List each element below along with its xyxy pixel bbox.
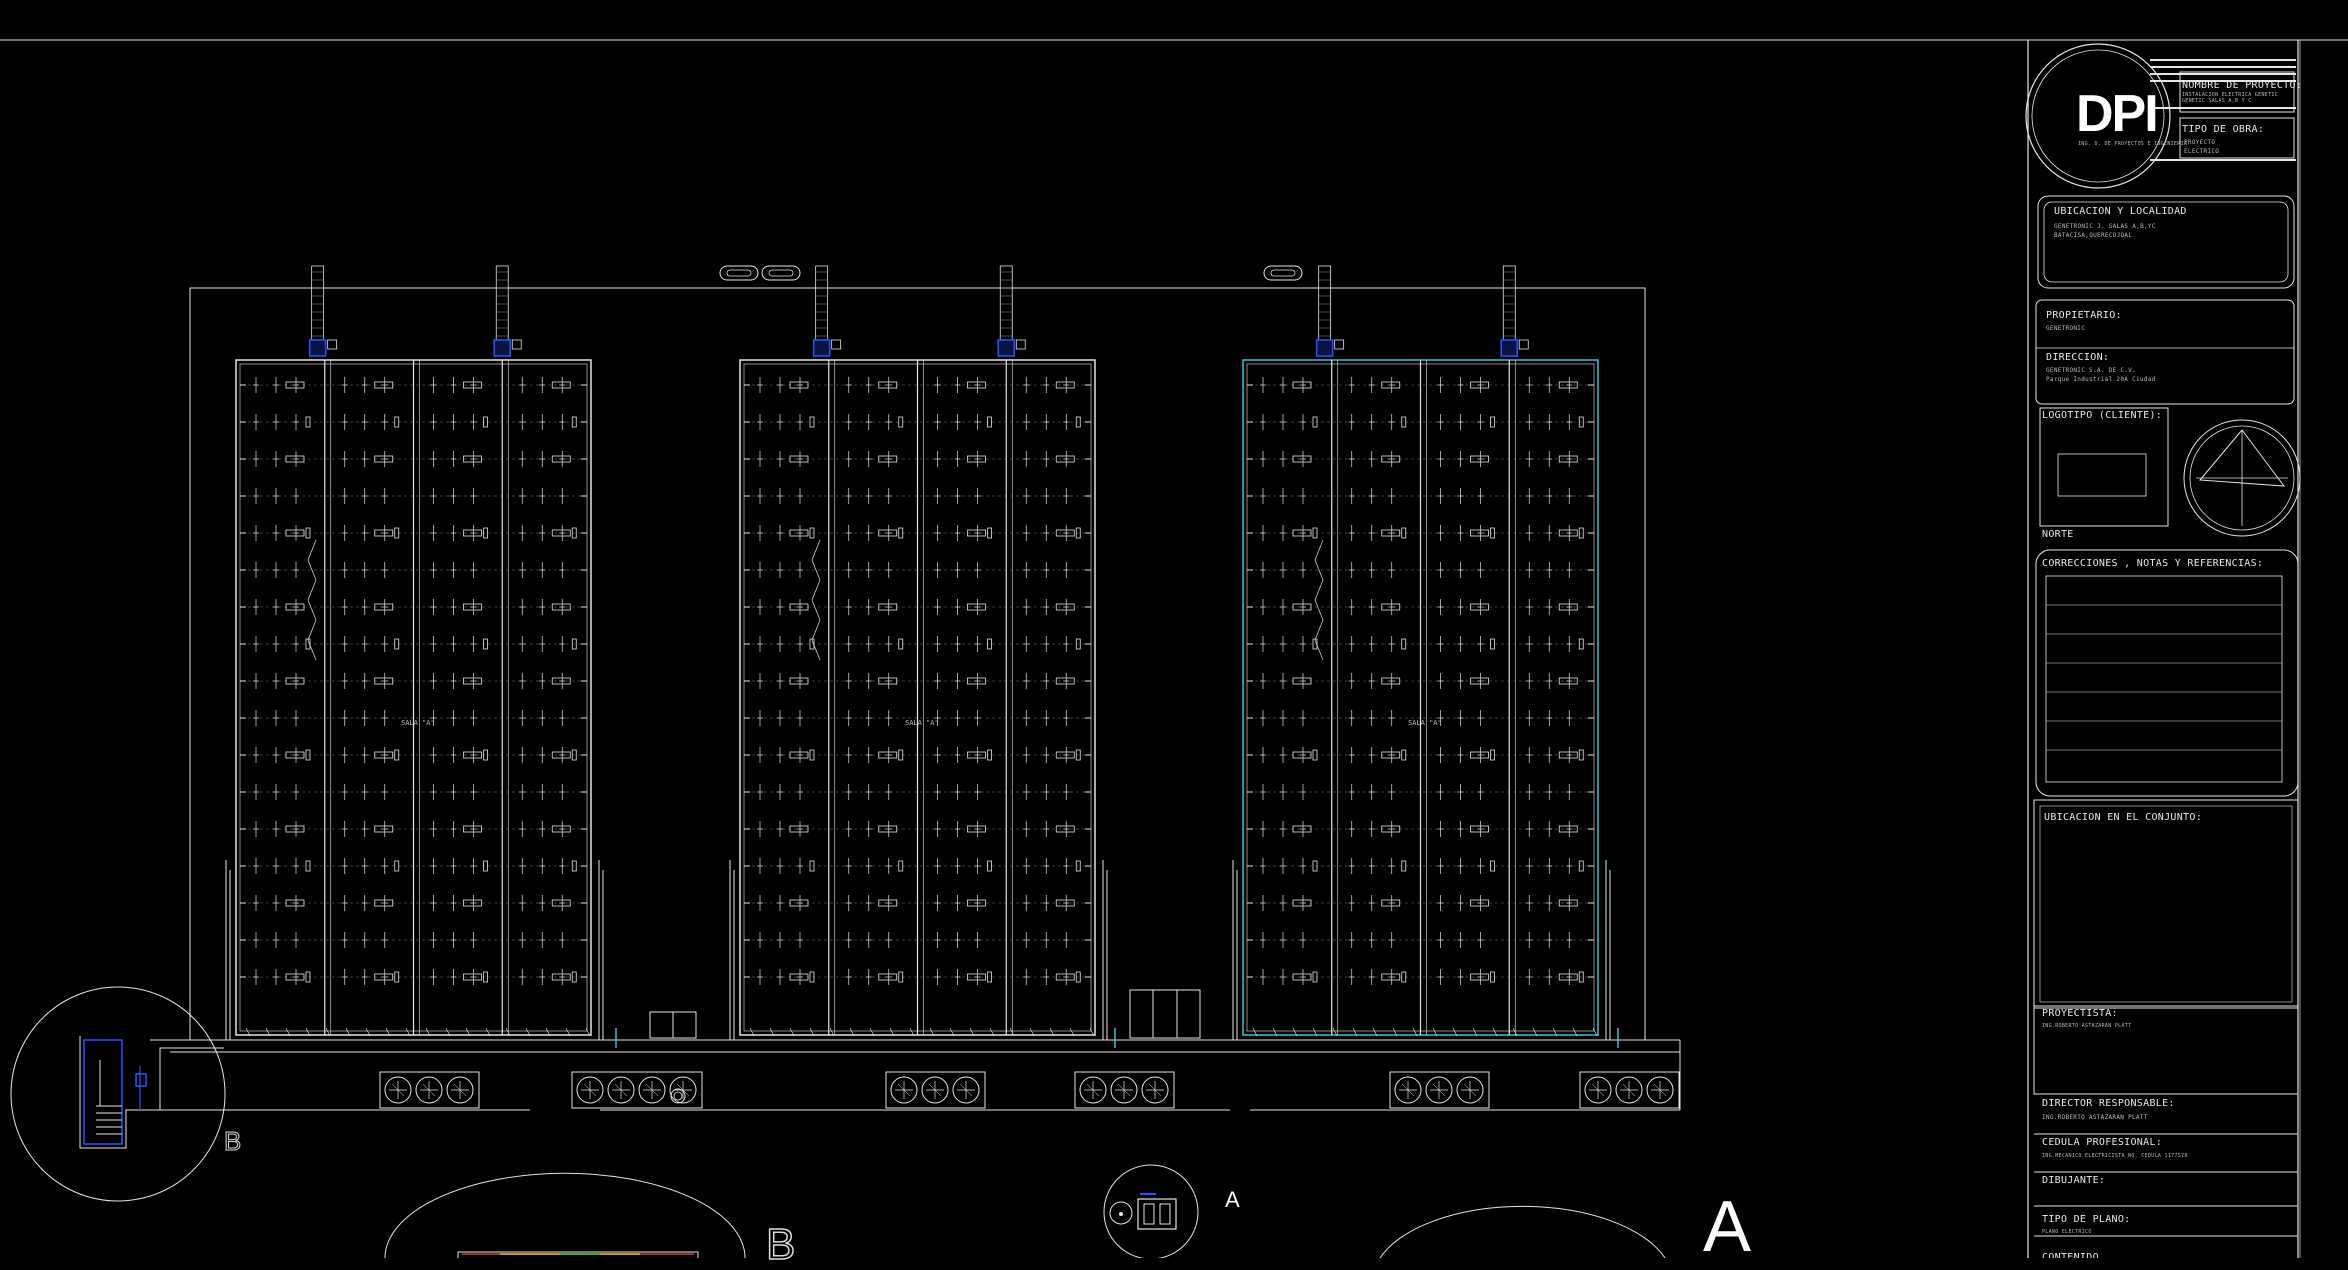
connector-pill [761,265,801,281]
propietario-value: GENETRONIC [2046,325,2086,332]
logotipo-label: LOGOTIPO (CLIENTE): [2042,410,2163,421]
north-arrow-circle [2183,419,2301,537]
room-label: SALA "A" [1408,719,1442,727]
fan-icon [446,1076,474,1104]
fan-group [1389,1071,1490,1109]
building-2: SALA "A" [729,265,1116,1048]
vent-base [1315,339,1334,357]
section-circle-a [1379,1205,1666,1258]
building-1: SALA "A" [225,265,617,1048]
fan-icon [1110,1076,1138,1104]
fan-group [379,1071,480,1109]
fan-group [571,1071,703,1109]
site-boundary [189,287,1646,1040]
fan-icon [607,1076,635,1104]
vent-base [1500,339,1518,357]
cedula-label: CEDULA PROFESIONAL: [2042,1137,2163,1148]
fan-group [1074,1071,1175,1109]
contenido-label: CONTENIDO [2042,1252,2099,1258]
section-marker-a-large: A [1703,1187,1752,1267]
correcciones-label: CORRECCIONES , NOTAS Y REFERENCIAS: [2042,558,2264,569]
vent-base [812,339,831,357]
floor-plan-drawing: SALA "A" SALA "A" SALA "A" [0,39,2348,1258]
direccion-value: GENETRONIC S.A. DE C.V. Parque Industria… [2046,367,2156,383]
proyectista-label: PROYECTISTA: [2042,1008,2118,1019]
fan-group [1579,1071,1680,1109]
door-box [1129,989,1201,1039]
proyectista-value: ING.ROBERTO ASTAZARAN PLATT [2042,1023,2132,1029]
vent-base [493,339,511,357]
fan-icon [921,1076,949,1104]
fan-icon [1394,1076,1422,1104]
ubicacion-conjunto-label: UBICACION EN EL CONJUNTO: [2044,812,2203,823]
detail-callout-b [10,986,226,1202]
vent-base [997,339,1015,357]
fan-icon [576,1076,604,1104]
fan-icon [1646,1076,1674,1104]
connector-pill [1263,265,1303,281]
logo-subtitle: ING. D. DE PROYECTOS E INGENIERIA [2078,141,2188,147]
fan-icon [1079,1076,1107,1104]
fan-icon [952,1076,980,1104]
norte-label: NORTE [2042,529,2074,540]
title-block-frame [2025,40,2301,1258]
fan-icon [384,1076,412,1104]
tipo-plano-label: TIPO DE PLANO: [2042,1214,2131,1225]
tipo-obra-value: PROYECTO ELECTRICO [2184,139,2220,155]
fan-group [885,1071,986,1109]
room-label: SALA "A" [905,719,939,727]
dibujante-label: DIBUJANTE: [2042,1175,2106,1186]
fan-icon [890,1076,918,1104]
fan-icon [1456,1076,1484,1104]
cedula-value: ING.MECANICO ELECTRICISTA NO. CEDULA 117… [2042,1153,2188,1159]
fan-icon [638,1076,666,1104]
tipo-obra-label: TIPO DE OBRA: [2182,124,2265,135]
detail-callout-a [1103,1164,1199,1258]
fan-icon [1425,1076,1453,1104]
section-marker-b-small: B [223,1126,242,1157]
propietario-label: PROPIETARIO: [2046,310,2122,321]
fan-icon [415,1076,443,1104]
logo-circle [2025,43,2171,189]
building-3: SALA "A" [1232,265,1619,1048]
fan-icon [1141,1076,1169,1104]
section-circle-b [384,1172,746,1258]
fan-icon [669,1076,697,1104]
ubicacion-value: GENETRONIC J. SALAS A,B,YC BATACISA,QUER… [2054,223,2156,239]
fan-icon [1615,1076,1643,1104]
section-marker-a-small: A [1225,1187,1240,1212]
fan-icon [1584,1076,1612,1104]
nombre-proyecto-value: INSTALACION ELECTRICA GENETIC GENETIC SA… [2182,92,2278,104]
logo-text: DPI [2076,85,2159,143]
pump-icon [670,1088,686,1104]
ubicacion-label: UBICACION Y LOCALIDAD [2054,206,2187,217]
detail-room [83,1039,123,1145]
section-marker-b-large: B [765,1219,796,1270]
direccion-label: DIRECCION: [2046,352,2110,363]
nombre-proyecto-label: NOMBRE DE PROYECTO: [2182,80,2303,91]
vent-base [308,339,327,357]
room-label: SALA "A" [401,719,435,727]
director-label: DIRECTOR RESPONSABLE: [2042,1098,2175,1109]
tipo-plano-value: PLANO ELECTRICO [2042,1229,2092,1235]
connector-pill [719,265,759,281]
director-value: ING.ROBERTO ASTAZARAN PLATT [2042,1114,2148,1121]
